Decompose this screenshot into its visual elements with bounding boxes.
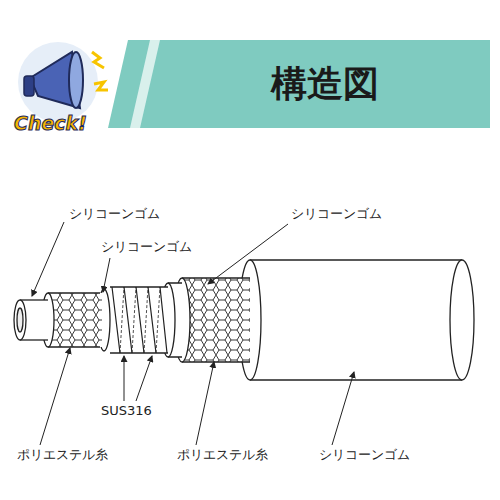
header-stripe <box>130 40 160 128</box>
braid-edge <box>182 361 250 362</box>
badge-text: Check! <box>14 112 87 134</box>
outer-edge <box>250 379 462 380</box>
part-label: ポリエステル糸 <box>16 447 109 463</box>
spiral-edge <box>110 286 168 287</box>
outer-cover <box>250 260 462 380</box>
megaphone-handle <box>24 76 34 96</box>
leader-line <box>40 348 70 445</box>
braid-inner-base <box>48 293 102 347</box>
tube-bore <box>17 308 23 332</box>
part-label: ポリエステル糸 <box>176 447 269 463</box>
hose-drawing <box>14 260 474 380</box>
outer-edge <box>250 259 462 260</box>
leader-lines <box>32 222 354 445</box>
braid-inner <box>48 293 102 347</box>
tube-end <box>14 300 26 340</box>
spiral-base <box>110 287 168 353</box>
leader-line <box>103 258 110 292</box>
part-label: シリコーンゴム <box>68 206 161 222</box>
leader-line <box>208 224 288 284</box>
tube-edge <box>20 299 48 300</box>
leader-line <box>32 222 64 296</box>
outer-end <box>450 260 474 380</box>
braid-edge <box>48 292 100 293</box>
leader-line <box>332 372 354 445</box>
leader-line <box>136 356 152 401</box>
part-label: シリコーンゴム <box>290 206 383 222</box>
spiral-edge <box>110 352 168 353</box>
title-text: 構造図 <box>160 62 490 106</box>
tube-edge <box>20 339 48 340</box>
megaphone-bell <box>69 52 83 108</box>
part-label: シリコーンゴム <box>318 447 411 463</box>
leader-line <box>124 356 125 401</box>
leader-line <box>196 362 214 445</box>
lightning <box>94 82 108 90</box>
spiral-back <box>120 287 160 353</box>
braid-outer <box>182 278 250 362</box>
part-label: シリコーンゴム <box>100 239 193 255</box>
icon-disc <box>18 42 98 122</box>
braid-outer-base <box>182 278 250 362</box>
part-label: SUS316 <box>100 403 153 419</box>
megaphone-icon <box>18 42 108 122</box>
braid-edge <box>48 346 100 347</box>
spiral-wire <box>112 287 167 353</box>
lightning <box>92 52 104 68</box>
header-band <box>108 40 490 128</box>
